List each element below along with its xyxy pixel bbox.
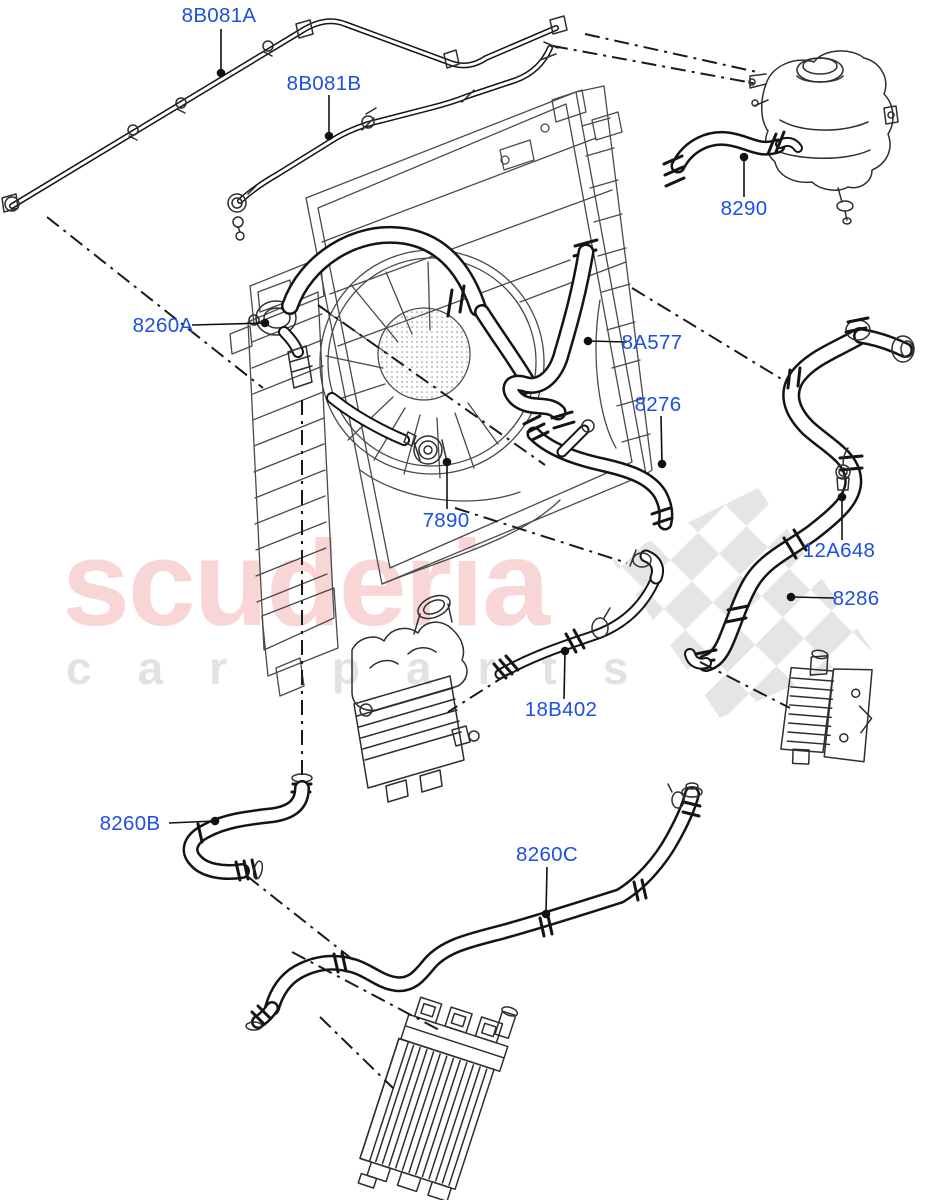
part-label-8B081B[interactable]: 8B081B [286, 72, 362, 95]
part-label-8260A[interactable]: 8260A [132, 314, 194, 337]
oil-cooler-art [780, 649, 873, 765]
part-label-8260C[interactable]: 8260C [516, 843, 578, 866]
hose-8290 [662, 130, 803, 188]
hose-8276 [522, 414, 674, 531]
part-label-8286[interactable]: 8286 [832, 587, 880, 610]
pipe-8B081B [227, 41, 559, 241]
projection-lines [46, 33, 791, 1089]
part-12A648 [835, 447, 851, 491]
callout-leaders [168, 29, 847, 919]
hose-8286 [684, 316, 915, 672]
watermark: scuderia car parts [62, 515, 674, 694]
part-label-8276[interactable]: 8276 [634, 393, 682, 416]
watermark-primary-text: scuderia [62, 515, 551, 651]
part-label-8290[interactable]: 8290 [720, 197, 768, 220]
expansion-tank-art [748, 50, 899, 225]
part-label-8B081A[interactable]: 8B081A [181, 4, 257, 27]
part-label-7890[interactable]: 7890 [422, 509, 470, 532]
part-8260A [248, 300, 313, 389]
part-label-12A648[interactable]: 12A648 [802, 539, 876, 562]
watermark-secondary-text: car parts [66, 642, 674, 694]
auxiliary-radiator-art [357, 996, 519, 1200]
hose-8A577 [502, 238, 599, 430]
tube-18B402 [492, 549, 665, 680]
part-label-18B402[interactable]: 18B402 [524, 698, 598, 721]
part-label-8A577[interactable]: 8A577 [621, 331, 683, 354]
part-7890 [326, 392, 447, 465]
hose-8260B [182, 773, 313, 882]
intercooler-art [351, 594, 480, 803]
hose-8260C [245, 782, 703, 1031]
part-label-8260B[interactable]: 8260B [99, 812, 161, 835]
pipe-8B081A [1, 15, 568, 213]
